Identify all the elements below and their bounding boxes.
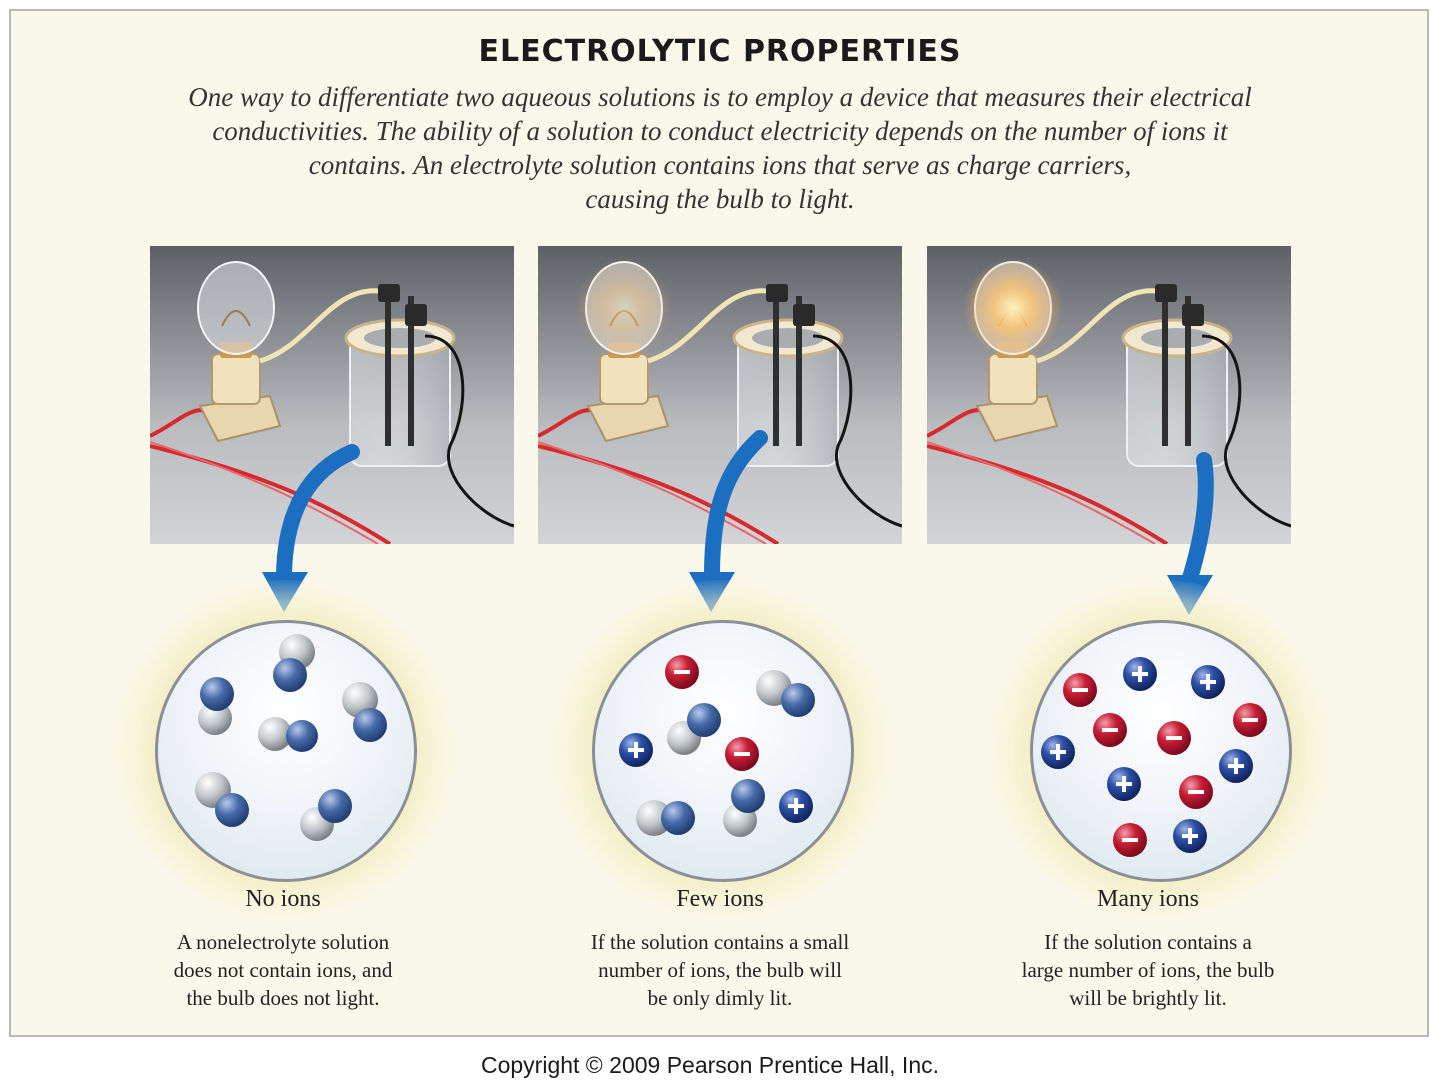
cation-icon — [1191, 665, 1225, 699]
cation-icon — [1041, 735, 1075, 769]
panel-description-many-ions: If the solution contains a large number … — [948, 928, 1348, 1012]
solution-view-many-ions — [990, 580, 1330, 920]
panel-label-no-ions: No ions — [245, 886, 321, 912]
magnified-solution-circle — [155, 620, 417, 882]
bulb-glow — [963, 258, 1063, 358]
molecule — [667, 703, 721, 755]
zoom-arrow-few-ions — [704, 430, 768, 583]
molecule — [198, 677, 234, 735]
zoom-arrow-many-ions — [1182, 452, 1214, 586]
molecule — [300, 789, 352, 841]
description-line: the bulb does not light. — [186, 986, 380, 1010]
cation-icon — [1219, 749, 1253, 783]
intro-text: One way to differentiate two aqueous sol… — [150, 80, 1290, 216]
anion-icon — [725, 737, 759, 771]
zoom-arrows — [262, 430, 1214, 615]
molecule — [723, 779, 765, 837]
molecule — [258, 717, 318, 752]
molecule — [636, 800, 695, 836]
conductivity-apparatus-illustration — [927, 258, 1291, 544]
solution-view-no-ions — [115, 580, 455, 920]
anion-icon — [1093, 713, 1127, 747]
description-line: will be brightly lit. — [1069, 986, 1227, 1010]
anion-icon — [1233, 703, 1267, 737]
apparatus-photo-many-ions — [927, 246, 1291, 544]
intro-line: contains. An electrolyte solution contai… — [308, 150, 1132, 180]
bulb-glow — [574, 258, 674, 358]
copyright-notice: Copyright © 2009 Pearson Prentice Hall, … — [480, 1052, 939, 1078]
panel-description-few-ions: If the solution contains a small number … — [520, 928, 920, 1012]
description-line: be only dimly lit. — [647, 986, 793, 1010]
solution-view-few-ions — [552, 580, 892, 920]
weak-electrolyte-particles — [619, 655, 815, 837]
description-line: large number of ions, the bulb — [1021, 958, 1275, 982]
cation-icon — [1107, 767, 1141, 801]
panel-label-many-ions: Many ions — [1097, 886, 1199, 912]
cation-icon — [619, 733, 653, 767]
strong-electrolyte-ions — [1041, 657, 1267, 857]
anion-icon — [1179, 775, 1213, 809]
molecule — [273, 634, 315, 692]
molecule — [342, 682, 387, 742]
cation-icon — [1123, 657, 1157, 691]
description-line: If the solution contains a small — [590, 930, 850, 954]
description-line: does not contain ions, and — [173, 958, 393, 982]
panel-description-no-ions: A nonelectrolyte solution does not conta… — [83, 928, 483, 1012]
anion-icon — [665, 655, 699, 689]
panel-label-few-ions: Few ions — [676, 886, 764, 912]
apparatus-photo-no-ions — [150, 246, 514, 544]
anion-icon — [1063, 673, 1097, 707]
cation-icon — [1173, 819, 1207, 853]
nonelectrolyte-molecules — [195, 634, 387, 841]
description-line: If the solution contains a — [1044, 930, 1252, 954]
anion-icon — [1157, 721, 1191, 755]
description-line: number of ions, the bulb will — [598, 958, 842, 982]
cation-icon — [779, 789, 813, 823]
conductivity-apparatus-illustration — [538, 258, 902, 544]
anion-icon — [1113, 823, 1147, 857]
intro-line: causing the bulb to light. — [585, 184, 855, 214]
molecule — [195, 772, 249, 827]
intro-line: One way to differentiate two aqueous sol… — [188, 82, 1252, 112]
molecule — [756, 670, 815, 717]
zoom-arrow-no-ions — [276, 444, 360, 583]
intro-line: conductivities. The ability of a solutio… — [212, 116, 1228, 146]
figure-title: ELECTROLYTIC PROPERTIES — [478, 34, 962, 69]
description-line: A nonelectrolyte solution — [176, 930, 390, 954]
